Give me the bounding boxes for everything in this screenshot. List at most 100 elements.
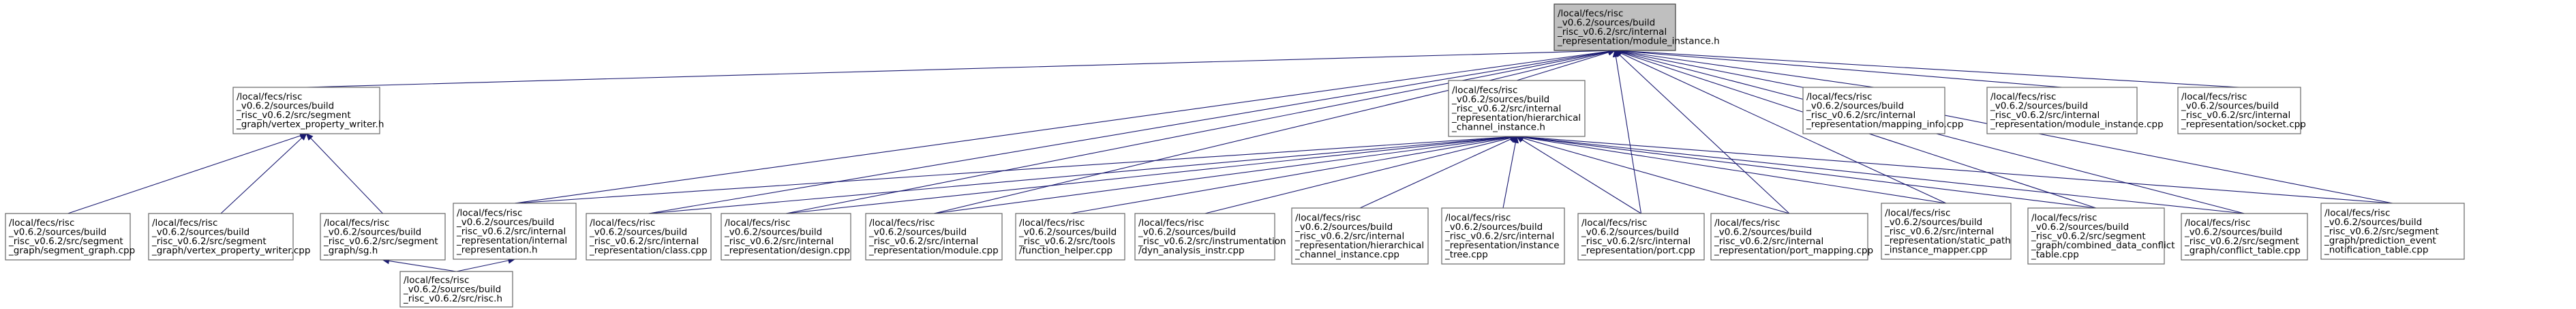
edge-module_instance_cpp-to-root [1620, 50, 2063, 88]
node-label-line: _v0.6.2/sources/build [1884, 217, 1982, 228]
node-label-line: /local/fecs/risc [2324, 207, 2390, 218]
node-mapping_info[interactable]: /local/fecs/risc_v0.6.2/sources/build_ri… [1802, 87, 1963, 134]
node-label-line: /local/fecs/risc [2031, 212, 2097, 223]
node-dyn_analysis[interactable]: /local/fecs/risc_v0.6.2/sources/build_ri… [1134, 213, 1286, 261]
node-label-line: /local/fecs/risc [1990, 91, 2056, 102]
edge-conflict_table-to-hci_h [1522, 136, 2245, 214]
node-socket_cpp[interactable]: /local/fecs/risc_v0.6.2/sources/build_ri… [2177, 87, 2306, 134]
node-internal_h[interactable]: /local/fecs/risc_v0.6.2/sources/build_ri… [453, 203, 577, 260]
node-box [399, 271, 513, 308]
node-box [1015, 213, 1125, 261]
node-root[interactable]: /local/fecs/risc_v0.6.2/sources/build_ri… [1554, 3, 1720, 51]
node-instance_tree[interactable]: /local/fecs/risc_v0.6.2/sources/build_ri… [1441, 207, 1565, 265]
node-box [1710, 213, 1868, 261]
node-box [1577, 213, 1705, 261]
node-label-line: /local/fecs/risc [1452, 85, 1517, 95]
node-conflict_table[interactable]: /local/fecs/risc_v0.6.2/sources/build_ri… [2181, 213, 2308, 261]
node-label-line: /local/fecs/risc [9, 218, 74, 229]
node-label-line: _representation/instance [1444, 240, 1560, 251]
node-label-line: _risc_v0.6.2/src/segment [2324, 226, 2439, 237]
node-label-line: /local/fecs/risc [2181, 91, 2247, 102]
edge-socket_cpp-to-root [1620, 50, 2240, 88]
node-box [1554, 3, 1676, 51]
node-box [1986, 87, 2138, 134]
node-label-line: _v0.6.2/sources/build [456, 217, 554, 228]
edge-vpw_cpp-to-vpw_h [220, 137, 303, 214]
node-label-line: _v0.6.2/sources/build [2184, 227, 2282, 238]
arrowhead-sg_h-to-vpw_h [305, 133, 314, 141]
node-label-line: _risc_v0.6.2/src/internal [868, 236, 978, 247]
node-label-line: _graph/prediction_event [2324, 235, 2436, 246]
node-box [148, 213, 294, 261]
node-label-line: _v0.6.2/sources/build [1018, 227, 1117, 238]
node-box [232, 87, 380, 134]
node-hci_h[interactable]: /local/fecs/risc_v0.6.2/sources/build_ri… [1448, 80, 1586, 137]
node-port_cpp[interactable]: /local/fecs/risc_v0.6.2/sources/build_ri… [1577, 213, 1705, 261]
node-prediction_event[interactable]: /local/fecs/risc_v0.6.2/sources/build_ri… [2320, 203, 2465, 260]
edge-class_cpp-to-root [648, 50, 1609, 214]
node-box [5, 213, 131, 261]
node-sg_h[interactable]: /local/fecs/risc_v0.6.2/sources/build_ri… [320, 213, 446, 261]
node-vpw_cpp[interactable]: /local/fecs/risc_v0.6.2/sources/build_ri… [148, 213, 310, 261]
node-label-line: /local/fecs/risc [152, 218, 217, 229]
node-label-line: _channel_instance.cpp [1294, 249, 1399, 260]
node-label-line: _risc_v0.6.2/src/internal [1444, 231, 1554, 241]
node-box [2181, 213, 2308, 261]
node-label-line: /local/fecs/risc [1295, 212, 1361, 223]
node-label-line: _risc_v0.6.2/src/segment [2031, 231, 2146, 241]
node-module_cpp[interactable]: /local/fecs/risc_v0.6.2/sources/build_ri… [865, 213, 1003, 261]
node-box [721, 213, 851, 261]
edge-hci_h-to-root [1516, 52, 1609, 81]
node-label-line: /local/fecs/risc [725, 218, 790, 229]
node-label-line: _representation/static_path [1884, 235, 2011, 246]
edge-design_cpp-to-root [785, 51, 1609, 214]
node-port_mapping[interactable]: /local/fecs/risc_v0.6.2/sources/build_ri… [1710, 213, 1873, 261]
edge-module_cpp-to-root [933, 51, 1609, 214]
node-label-line: _v0.6.2/sources/build [1806, 101, 1904, 112]
edge-function_helper-to-hci_h [1070, 136, 1511, 214]
node-label-line: _representation/port_mapping.cpp [1714, 246, 1873, 256]
node-risc_h[interactable]: /local/fecs/risc_v0.6.2/sources/build_ri… [399, 271, 513, 308]
node-label-line: _representation/mapping_info.cpp [1806, 119, 1963, 130]
node-box [1291, 207, 1429, 265]
node-label-line: _v0.6.2/sources/build [724, 227, 822, 238]
node-label-line: _representation.h [456, 244, 538, 255]
node-label-line: _risc_v0.6.2/src/internal [1714, 236, 1823, 247]
node-label-line: _representation/socket.cpp [2181, 119, 2306, 130]
node-label-line: /local/fecs/risc [1806, 91, 1872, 102]
node-static_path[interactable]: /local/fecs/risc_v0.6.2/sources/build_ri… [1881, 203, 2012, 260]
node-label-line: _risc_v0.6.2/src/segment [236, 110, 351, 121]
node-vpw_h[interactable]: /local/fecs/risc_v0.6.2/sources/build_ri… [232, 87, 384, 134]
node-label-line: _v0.6.2/sources/build [1138, 227, 1236, 238]
node-label-line: /local/fecs/risc [404, 275, 469, 286]
node-label-line: _v0.6.2/sources/build [1581, 227, 1679, 238]
node-combined_data[interactable]: /local/fecs/risc_v0.6.2/sources/build_ri… [2027, 207, 2175, 265]
edge-port_mapping-to-hci_h [1522, 137, 1790, 214]
node-label-line: /local/fecs/risc [1558, 8, 1623, 19]
node-label-line: _representation/class.cpp [589, 246, 708, 256]
edge-static_path-to-root [1620, 53, 1947, 204]
edge-vpw_h-to-root [306, 50, 1609, 88]
node-label-line: _v0.6.2/sources/build [1990, 101, 2088, 112]
node-label-line: _risc_v0.6.2/src/internal [1294, 231, 1404, 241]
edge-port_mapping-to-root [1619, 54, 1790, 214]
node-label-line: _v0.6.2/sources/build [2324, 217, 2422, 228]
node-hci_cpp[interactable]: /local/fecs/risc_v0.6.2/sources/build_ri… [1291, 207, 1429, 265]
node-module_instance_cpp[interactable]: /local/fecs/risc_v0.6.2/sources/build_ri… [1986, 87, 2164, 134]
node-label-line: _v0.6.2/sources/build [1557, 18, 1655, 29]
node-segment_graph[interactable]: /local/fecs/risc_v0.6.2/sources/build_ri… [5, 213, 135, 261]
node-label-line: _v0.6.2/sources/build [236, 101, 334, 112]
node-label-line: _graph/vertex_property_writer.h [236, 119, 384, 130]
edge-class_cpp-to-hci_h [648, 136, 1511, 214]
node-label-line: _risc_v0.6.2/src/internal [1990, 110, 2100, 121]
node-class_cpp[interactable]: /local/fecs/risc_v0.6.2/sources/build_ri… [586, 213, 712, 261]
edge-mapping_info-to-root [1620, 50, 1875, 88]
node-label-line: _graph/combined_data_conflict [2031, 240, 2175, 251]
node-label-line: _v0.6.2/sources/build [151, 227, 249, 238]
node-box [1802, 87, 1945, 134]
node-design_cpp[interactable]: /local/fecs/risc_v0.6.2/sources/build_ri… [721, 213, 851, 261]
node-label-line: _v0.6.2/sources/build [589, 227, 687, 238]
node-label-line: /local/fecs/risc [869, 218, 935, 229]
node-label-line: /local/fecs/risc [324, 218, 389, 229]
node-function_helper[interactable]: /local/fecs/risc_v0.6.2/sources/build_ri… [1015, 213, 1125, 261]
